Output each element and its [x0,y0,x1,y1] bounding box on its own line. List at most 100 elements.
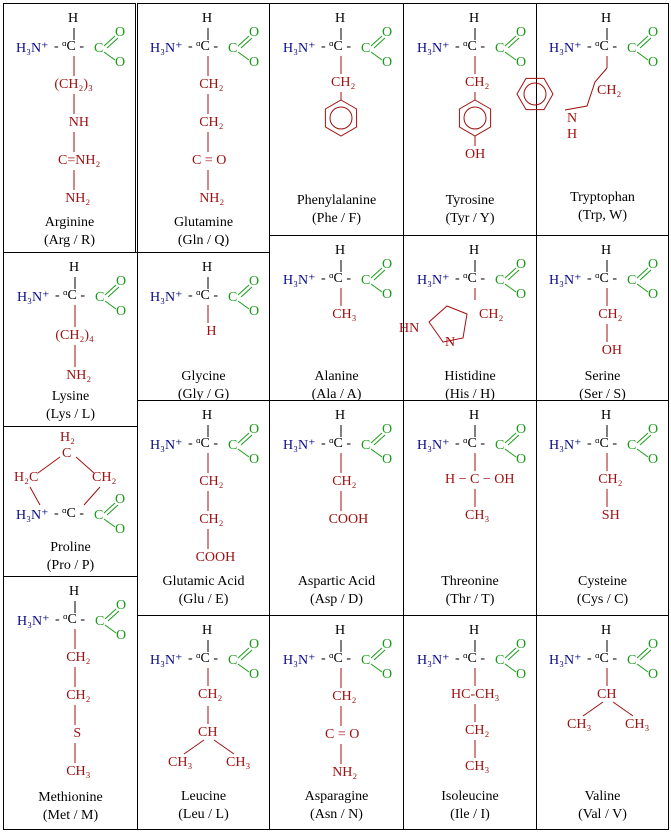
bond-lines [428,260,520,343]
alpha-carbon: - ᵅC - [455,436,486,451]
carboxylate-oxygen: O [249,304,260,319]
bond-co-double [639,434,652,446]
amino-acid-name: Valine [584,789,621,804]
side-chain-group: CH₃ [465,508,490,523]
bond-co-double [507,37,520,49]
carbonyl-oxygen: O [249,637,260,652]
alpha-hydrogen: H [469,623,480,638]
carboxylate-oxygen: O [382,667,393,682]
bond-lines [73,28,119,190]
amino-acid-caption: Asparagine(Asn / N) [270,788,403,823]
carbonyl-oxygen: O [516,422,527,437]
bond-ring [75,456,95,474]
alpha-carbon: - ᵅC - [455,271,486,286]
side-chain-group: CH [597,687,617,702]
amino-acid-abbreviation: (Gly / G) [177,386,230,402]
amine-group: H₃N⁺ [417,438,450,453]
side-chain-group: HC-CH₃ [451,687,500,702]
amino-acid-caption: Glutamic Acid(Glu / E) [138,573,269,608]
alpha-hydrogen: H [202,260,213,275]
bond-lines [606,260,652,342]
carbonyl-oxygen: O [249,422,260,437]
alpha-carbon: - ᵅC - [321,436,352,451]
carbonyl-oxygen: O [116,598,127,613]
alpha-hydrogen: H [601,11,612,26]
side-chain-group: CH₂ [199,474,224,489]
carboxyl-carbon: C [95,614,105,629]
carboxylate-oxygen: O [648,55,659,70]
imidazole-ring [428,305,468,343]
bond-lines [324,28,386,137]
amine-group: H₃N⁺ [150,41,183,56]
carboxyl-carbon: C [361,438,371,453]
amine-group: H₃N⁺ [17,614,50,629]
side-chain-group: CH₂ [199,77,224,92]
amine-group: H₃N⁺ [17,290,50,305]
alpha-carbon: - ᵅC - [455,39,486,54]
bond-lines [183,640,253,755]
side-chain-group: H₂ [60,430,75,445]
alpha-hydrogen: H [202,11,213,26]
bond-co-single [237,448,250,458]
carboxyl-carbon: C [228,290,238,305]
bond-co-double [106,37,119,49]
aromatic-circle [463,106,487,130]
carboxylate-oxygen: O [249,452,260,467]
bond-co-double [504,267,517,279]
alpha-hydrogen: H [202,623,213,638]
side-chain-group: OH [465,147,486,162]
bond-co-single [636,283,649,293]
bond-lines [29,456,119,528]
amino-acid-name: Tryptophan [570,190,635,205]
carboxylate-oxygen: O [516,667,527,682]
alpha-carbon: - ᵅC - [321,271,352,286]
side-chain-group: CH₂ [199,512,224,527]
bond-co-double [636,432,649,444]
amino-acid-name: Alanine [314,369,359,384]
amino-acid-abbreviation: (Glu / E) [178,591,229,607]
amine-group: H₃N⁺ [549,273,582,288]
bond-co-double [240,286,253,298]
amine-group: H₃N⁺ [549,41,582,56]
bond-lines [458,28,520,146]
amino-acid-caption: Glycine(Gly / G) [138,368,269,403]
amino-acid-name: Cysteine [578,574,627,589]
bond-co-single [370,283,383,293]
amine-group: H₃N⁺ [283,41,316,56]
side-chain-group: CH₂ [66,688,91,703]
side-chain-group: CH₂ [332,474,357,489]
bond-co-double [636,35,649,47]
bond-co-double [106,504,119,516]
bond-co-double [639,649,652,661]
bond-co-single [104,624,117,634]
amino-acid-abbreviation: (Ala / A) [311,386,362,402]
amino-acid-abbreviation: (Lys / L) [46,406,95,422]
alpha-carbon: - ᵅC - [188,651,219,666]
carbonyl-oxygen: O [648,25,659,40]
carboxylate-oxygen: O [382,452,393,467]
side-chain-group: HN [399,321,420,336]
bond-co-double [373,434,386,446]
amine-group: H₃N⁺ [150,653,183,668]
amino-acid-name: Arginine [44,215,95,230]
carboxylate-oxygen: O [249,55,260,70]
bond-lines [74,277,120,367]
bond-co-single [504,51,517,61]
side-chain-group: CH₂ [465,75,490,90]
side-chain-group: C = O [192,153,227,168]
side-chain-group: NH₂ [199,191,225,206]
side-chain-group: N [567,111,578,126]
carbonyl-oxygen: O [115,492,126,507]
carbonyl-oxygen: O [116,274,127,289]
bond-branch [213,739,235,755]
carboxyl-carbon: C [94,41,104,56]
alpha-hydrogen: H [469,243,480,258]
side-chain-group: CH₃ [226,755,251,770]
carbonyl-oxygen: O [115,25,126,40]
amino-acid-abbreviation: (Thr / T) [445,591,495,607]
